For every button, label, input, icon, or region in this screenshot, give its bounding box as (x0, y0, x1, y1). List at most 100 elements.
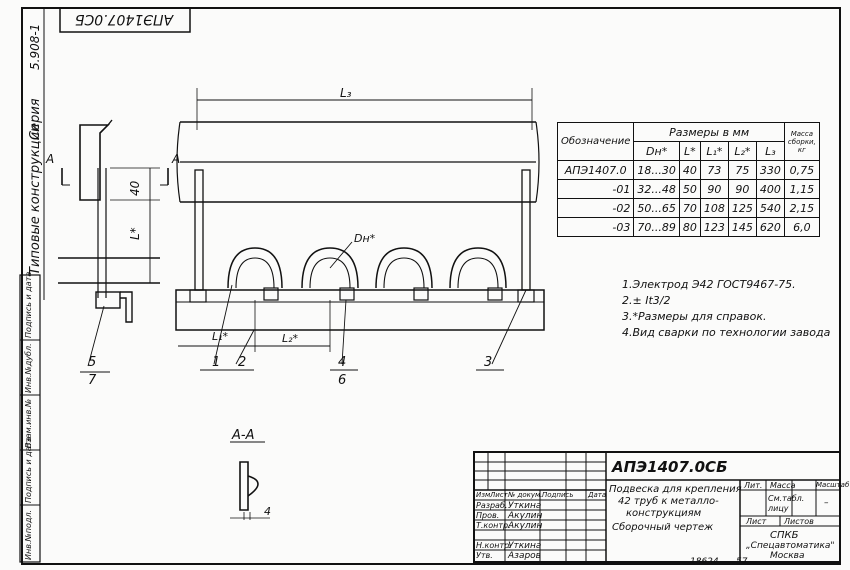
note-4: 4.Вид сварки по технологии завода (622, 326, 831, 339)
callout-1: 1 (212, 355, 221, 370)
top-code-box (59, 7, 191, 33)
dim-L1-label: L₁* (212, 330, 229, 343)
cell-l: 80 (678, 217, 701, 237)
channel-profile (79, 124, 110, 201)
leader-4 (341, 299, 347, 365)
leader-5 (87, 305, 105, 367)
cell-l3: 400 (755, 179, 785, 199)
callout-2: 2 (238, 355, 247, 370)
th-col-l3: L₃ (755, 141, 785, 161)
th-designation: Обозначение (556, 122, 635, 161)
dim-L2-label: L₂* (282, 332, 299, 345)
beam-break-right (535, 121, 540, 203)
tb-hdr-list: Лист (490, 491, 508, 499)
leader-3 (491, 289, 527, 365)
tb-razrab-name: Уткина (508, 501, 542, 511)
channel-lip (107, 119, 113, 126)
tb-prov-name: Акулин (508, 511, 543, 521)
tb-massa: Масса (770, 481, 796, 490)
side-col-sign2: Подпись и дата (24, 271, 33, 338)
side-nut (95, 291, 121, 309)
cell-l3: 540 (755, 198, 785, 218)
cell-l: 50 (678, 179, 701, 199)
side-col-dubl: Инв.№дубл. (24, 343, 33, 393)
cell-l2: 125 (727, 198, 757, 218)
clamp-4 (449, 247, 507, 301)
cell-mass: 1,15 (783, 179, 820, 199)
side-col-vzam: Взам.инв.№ (24, 398, 33, 448)
note-3: 3.*Размеры для справок. (622, 310, 767, 323)
cell-dn: 18...30 (633, 160, 680, 180)
dim-Dn-label: Dн* (354, 232, 376, 245)
section-plate (239, 461, 249, 511)
section-mark-A-left: А (46, 152, 55, 166)
dim-L-label: L* (128, 227, 142, 240)
tb-doc-code: АПЭ1407.0СБ (612, 458, 728, 476)
section-weld (247, 475, 259, 497)
tb-title-4: Сборочный чертеж (612, 522, 714, 533)
tb-org3: Москва (770, 551, 805, 561)
tb-listov: Листов (784, 517, 814, 526)
nut-right (517, 289, 535, 303)
leader-1 (213, 284, 233, 365)
table-row: -01 32...48 50 90 90 400 1,15 (556, 179, 820, 199)
side-col-inv: Инв.№подл. (24, 509, 33, 560)
cell-dn: 70...89 (633, 217, 680, 237)
footer-num-1: 18624 (690, 557, 719, 567)
nut-left (189, 289, 207, 303)
footer-num-2: 57 (736, 557, 748, 567)
leader-Dn (329, 241, 353, 269)
tb-hdr-docnum: № докум. (508, 491, 543, 499)
top-doc-code: АПЭ1407.0СБ (74, 11, 174, 27)
left-sign-column (19, 274, 41, 563)
tb-hdr-date: Дата (588, 491, 607, 499)
weld-leg-label: 4 (264, 505, 271, 518)
cell-name: -02 (556, 198, 635, 218)
tb-scale-value: – (824, 498, 829, 508)
sheet-frame (21, 7, 841, 565)
clamp-1 (227, 247, 283, 301)
tb-utv-name: Азаров (508, 551, 541, 561)
callout-5: 5 (88, 355, 97, 370)
th-mass: Масса сборки, кг (783, 122, 820, 161)
cell-dn: 50...65 (633, 198, 680, 218)
typical-structures-label: Типовые конструкции (28, 123, 43, 275)
tb-utv: Утв. (476, 551, 493, 560)
cell-l1: 108 (699, 198, 729, 218)
tb-title-3: конструкциям (626, 508, 702, 519)
tb-hdr-izm: Изм (476, 491, 491, 499)
clamp-2 (301, 247, 359, 301)
beam-break-left (176, 121, 181, 203)
dim-40-label: 40 (128, 180, 142, 196)
tb-nkontr-name: Уткина (508, 541, 542, 551)
clamp-3 (375, 247, 433, 301)
cell-mass: 0,75 (783, 160, 820, 180)
cell-name: АПЭ1407.0 (556, 160, 635, 180)
cell-l2: 145 (727, 217, 757, 237)
dim-L3-label: L₃ (340, 86, 352, 100)
tb-list: Лист (746, 517, 767, 526)
side-bracket (120, 291, 133, 323)
note-1: 1.Электрод Э42 ГОСТ9467-75. (622, 278, 796, 291)
tb-nkontr: Н.контр. (476, 541, 512, 550)
cell-l3: 330 (755, 160, 785, 180)
th-col-l1: L₁* (699, 141, 729, 161)
tb-title-2: 42 труб к металло- (618, 496, 719, 507)
tb-org2: „Спецавтоматика" (746, 541, 835, 551)
tb-razrab: Разраб. (476, 501, 508, 510)
cell-name: -03 (556, 217, 635, 237)
cell-mass: 6,0 (783, 217, 820, 237)
section-title: А-А (232, 428, 255, 443)
callout-4: 4 (338, 355, 347, 370)
tb-masshtab: Масштаб (816, 481, 850, 489)
th-col-l2: L₂* (727, 141, 757, 161)
cell-l1: 73 (699, 160, 729, 180)
cell-dn: 32...48 (633, 179, 680, 199)
th-sizes: Размеры в мм (633, 122, 785, 142)
size-table: Обозначение Размеры в мм Масса сборки, к… (556, 122, 820, 237)
cell-l: 40 (678, 160, 701, 180)
tb-title-1: Подвеска для крепления (609, 484, 742, 495)
callout-3: 3 (484, 355, 493, 370)
